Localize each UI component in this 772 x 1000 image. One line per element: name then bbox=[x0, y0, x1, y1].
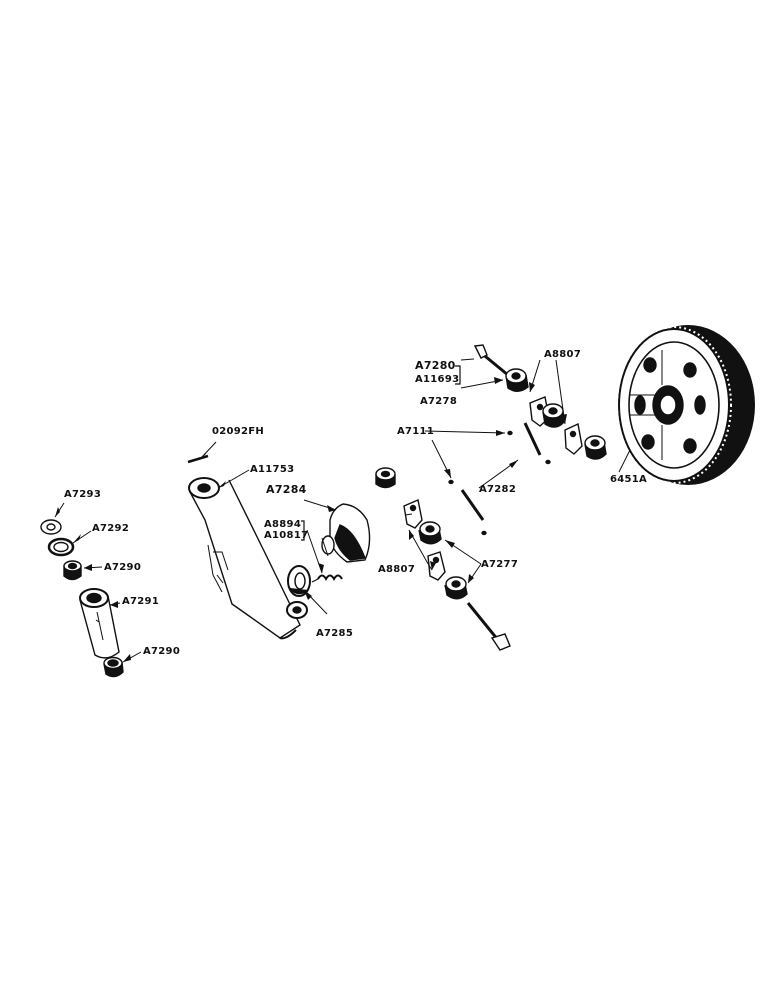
label-6451a: 6451A bbox=[610, 474, 648, 485]
label-a7293: A7293 bbox=[64, 489, 102, 500]
pin-a7111-2 bbox=[448, 479, 454, 485]
label-bracket bbox=[455, 365, 461, 385]
label-a7291: A7291 bbox=[122, 596, 160, 607]
washer-a7293 bbox=[40, 519, 62, 535]
flyweight-a8807-lower-2 bbox=[427, 551, 446, 581]
label-a7284: A7284 bbox=[266, 483, 307, 496]
shaft-a7282-lower bbox=[460, 489, 485, 521]
label-02092fh: 02092FH bbox=[212, 426, 265, 437]
spring-a8894 bbox=[311, 574, 343, 583]
label-bracket-spring bbox=[301, 520, 305, 541]
bolt-lower bbox=[466, 602, 511, 651]
roller-upper-2 bbox=[584, 435, 607, 460]
arrowheads bbox=[55, 377, 567, 662]
roller-upper-1 bbox=[542, 403, 565, 428]
roller-a7277-2 bbox=[444, 576, 468, 600]
flyweight-a8807-lower-1 bbox=[403, 499, 423, 529]
bushing-a7290-top bbox=[63, 560, 82, 581]
label-a7278: A7278 bbox=[420, 396, 458, 407]
nut-center bbox=[375, 467, 396, 489]
label-a7290-top: A7290 bbox=[104, 562, 142, 573]
collar-lower bbox=[286, 601, 308, 619]
lever-a11753 bbox=[188, 477, 301, 640]
shaft-a7282-upper bbox=[523, 422, 542, 456]
pin-a7111-3 bbox=[545, 459, 551, 465]
label-a7285: A7285 bbox=[316, 628, 354, 639]
collar-a7285 bbox=[287, 565, 311, 597]
label-a7290-bottom: A7290 bbox=[143, 646, 181, 657]
pin-02092fh bbox=[187, 454, 209, 464]
label-a10817: A10817 bbox=[264, 530, 309, 541]
label-a8807-top: A8807 bbox=[544, 349, 582, 360]
roller-a7277-1 bbox=[418, 521, 442, 545]
flyweight-a8807-upper-2 bbox=[564, 422, 583, 455]
label-a7282: A7282 bbox=[479, 484, 517, 495]
label-a7280: A7280 bbox=[415, 359, 456, 372]
bushing-a7290-bottom bbox=[103, 656, 124, 678]
label-a8894: A8894 bbox=[264, 519, 302, 530]
nut-a7278 bbox=[505, 368, 529, 392]
bolt-a7280 bbox=[473, 344, 509, 377]
washer-a7292 bbox=[47, 537, 75, 557]
label-a8807-bottom: A8807 bbox=[378, 564, 416, 575]
pin-a7111-1 bbox=[507, 430, 513, 436]
label-a7277: A7277 bbox=[481, 559, 519, 570]
label-a11693: A11693 bbox=[415, 374, 460, 385]
label-a7111: A7111 bbox=[397, 426, 435, 437]
pin-a7111-4 bbox=[481, 530, 487, 536]
governor-gear-6451a bbox=[616, 325, 755, 485]
governor-cup-a7284 bbox=[321, 503, 371, 563]
label-a7292: A7292 bbox=[92, 523, 130, 534]
label-a11753: A11753 bbox=[250, 464, 295, 475]
sleeve-a7291 bbox=[79, 588, 120, 659]
